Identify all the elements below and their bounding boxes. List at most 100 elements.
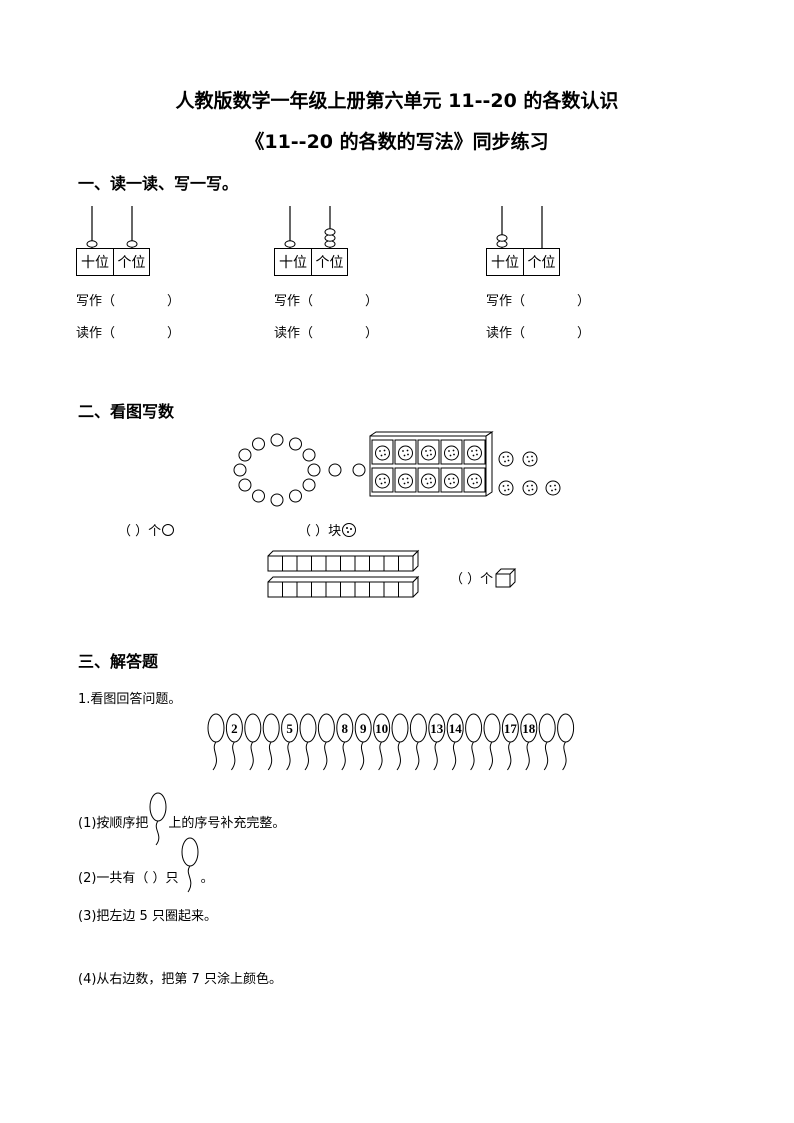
balloon-string [451, 741, 457, 771]
tray-cookie-dot [383, 477, 386, 480]
tray-cookie-dot [379, 450, 381, 452]
read-as-blank-1[interactable]: 读作（ ） [76, 322, 180, 341]
tray-cookie-dot [429, 477, 432, 480]
cube [369, 581, 385, 598]
read-as-blank-2[interactable]: 读作（ ） [274, 322, 378, 341]
tray-cookie-dot [426, 454, 429, 457]
balloon-string [396, 741, 401, 771]
abacus-bead [86, 240, 98, 248]
tray-cookie-dot [471, 478, 473, 480]
cube [369, 555, 385, 572]
ones-label: 个位 [311, 249, 347, 275]
tray-cell [463, 467, 486, 493]
read-label: 读作（ [76, 326, 116, 341]
write-as-blank-3[interactable]: 写作（） [486, 290, 590, 309]
blank-circles-text: （ ）个 [118, 524, 162, 539]
balloon-number: 9 [360, 721, 367, 736]
balloon-icon [149, 792, 167, 846]
tens-label: 十位 [81, 255, 109, 271]
paren-close: ） [577, 326, 591, 341]
blank-cubes-text: （ ）个 [450, 571, 494, 587]
balloon-number: 17 [504, 721, 518, 736]
tray-cookie-dot [406, 477, 409, 480]
write-as-blank-2[interactable]: 写作（） [274, 290, 378, 309]
paren-close: ） [167, 326, 181, 341]
tens-label: 十位 [279, 255, 307, 271]
balloon-string [470, 741, 475, 771]
blank-cookies[interactable]: （ ）块 [298, 520, 357, 539]
balloon-string [378, 741, 383, 771]
ring-circle [233, 463, 247, 477]
balloon [538, 713, 556, 743]
balloon-number: 14 [449, 721, 463, 736]
ring-circle [307, 463, 321, 477]
loose-cookie-dot [551, 489, 553, 492]
balloon [557, 713, 575, 743]
ring-circle [238, 448, 252, 462]
read-label: 读作（ [486, 326, 526, 341]
tray-cell [440, 439, 463, 465]
loose-cookie-dot [507, 484, 509, 487]
cube-row-top [267, 576, 420, 583]
blank-cubes[interactable]: （ ）个 [450, 566, 517, 588]
sub-question-1: (1)按顺序把 上的序号补充完整。 [78, 792, 286, 847]
write-label: 写作（ [486, 294, 526, 309]
page-title: 人教版数学一年级上册第六单元 11--20 的各数认识 [175, 90, 619, 112]
section3-heading: 三、解答题 [78, 652, 159, 671]
loose-cookie [498, 480, 514, 496]
tray-cookie-dot [452, 449, 455, 452]
loose-cookie-dot [554, 488, 557, 491]
section2-heading: 二、看图写数 [78, 402, 175, 421]
read-label: 读作（ [274, 326, 314, 341]
cube [296, 555, 312, 572]
loose-cookie-dot [554, 484, 556, 487]
tray-cookie-dot [471, 450, 473, 452]
balloon [207, 713, 225, 743]
balloon [409, 713, 427, 743]
loose-cookie [522, 480, 538, 496]
paren-close: ） [167, 294, 181, 309]
tray-cookie-dot [449, 454, 452, 457]
balloon [391, 713, 409, 743]
balloon-string [359, 741, 365, 771]
loose-cookie-dot [531, 459, 534, 462]
tray-cookie-dot [406, 449, 409, 452]
place-value-box: 十位个位 [486, 248, 560, 276]
abacus-bead [324, 228, 336, 236]
tray-cookie-dot [380, 482, 383, 485]
sub2-text-b: 。 [200, 870, 214, 886]
balloon [262, 713, 280, 743]
write-as-blank-1[interactable]: 写作（） [76, 290, 180, 309]
tray-cookie-dot [449, 482, 452, 485]
circle-icon [162, 523, 175, 536]
loose-cookie-dot [528, 489, 530, 492]
loose-cookie-dot [531, 488, 534, 491]
cube [354, 555, 370, 572]
loose-cookie-dot [504, 489, 506, 492]
blank-circles[interactable]: （ ）个 [118, 520, 175, 539]
tray-cookie-dot [407, 481, 409, 484]
abacus-1: 十位个位 [76, 204, 150, 276]
tray-cookie-dot [426, 482, 429, 485]
balloon-string [562, 741, 567, 771]
abacus-2: 十位个位 [274, 204, 348, 276]
tray-cookie-dot [402, 478, 404, 480]
page-subtitle: 《11--20 的各数的写法》同步练习 [245, 131, 549, 153]
ring-circle [289, 489, 302, 503]
cube [383, 581, 399, 598]
sub-question-2[interactable]: (2)一共有（ ）只 。 [78, 837, 214, 894]
cube [354, 581, 370, 598]
loose-cookie-dot [502, 485, 505, 487]
paren-close: ） [365, 294, 379, 309]
balloon [465, 713, 483, 743]
place-value-box: 十位个位 [76, 248, 150, 276]
loose-cookie-dot [507, 488, 510, 491]
abacus-bead [284, 240, 296, 248]
read-as-blank-3[interactable]: 读作（ ） [486, 322, 590, 341]
balloon-icon [181, 837, 199, 893]
abacus-rods [284, 206, 336, 248]
sub1-text-b: 上的序号补充完整。 [168, 815, 286, 831]
tray-cookie-dot [403, 482, 406, 485]
tray-cookie-dot [379, 478, 381, 480]
paren-close: ） [365, 326, 379, 341]
